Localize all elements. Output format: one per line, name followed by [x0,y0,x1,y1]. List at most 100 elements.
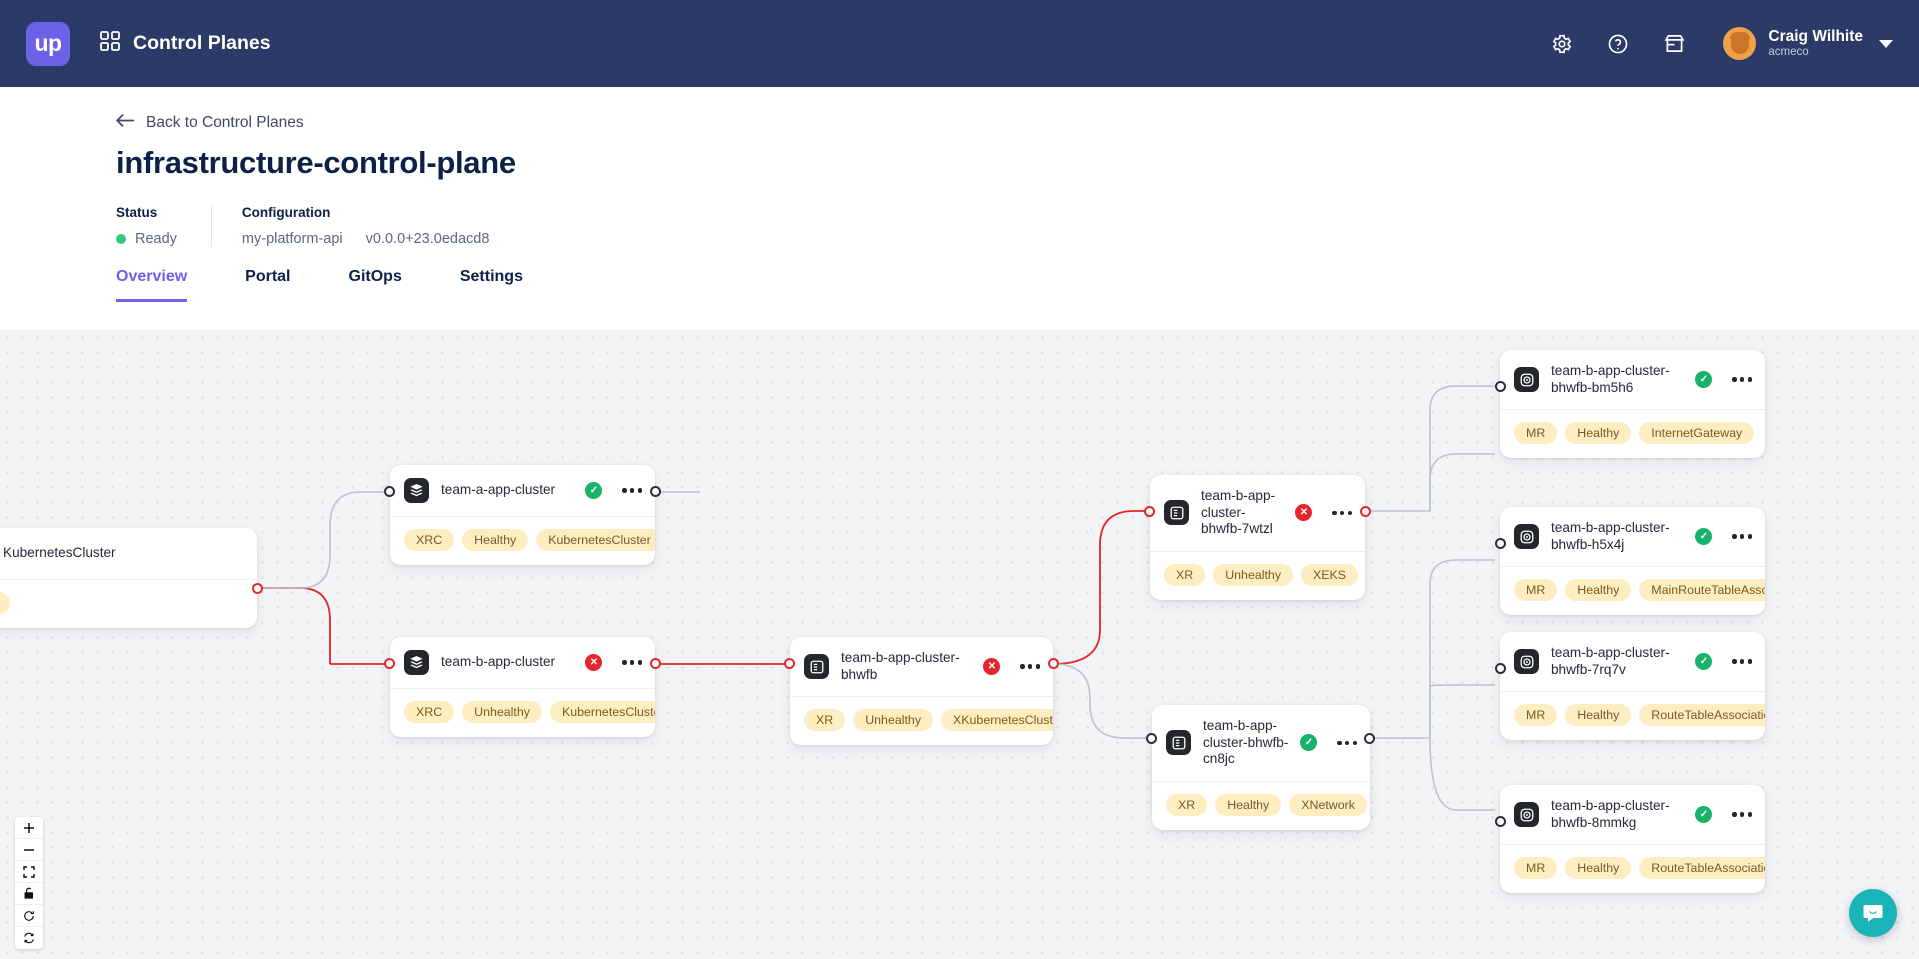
user-org: acmeco [1768,45,1809,58]
node-title: team-b-app-cluster-bhwfb [841,650,960,682]
tab-portal[interactable]: Portal [245,268,291,285]
node-menu-button[interactable] [1724,377,1752,382]
node-menu-button[interactable] [614,660,642,665]
node-tag: Healthy [1565,704,1632,727]
node-title: team-b-app-cluster-bhwfb-bm5h6 [1551,363,1670,395]
node-tag: Unhealthy [853,709,934,732]
status-badge-unhealthy-icon: ✕ [585,654,603,671]
node-tag: API [0,592,10,614]
node-port-team-b-left[interactable] [384,658,395,669]
node-menu-button[interactable] [1724,534,1752,539]
node-port-bhwfb-right[interactable] [1048,658,1059,669]
status-label: Status [116,205,158,220]
node-menu-button[interactable] [1329,740,1357,746]
topbar-actions: Craig Wilhite acmeco [1547,27,1893,60]
node-tags: XRC Healthy KubernetesCluster [390,517,655,565]
resource-graph-canvas[interactable]: K KubernetesCluster API team-a-app-clust… [0,330,1919,959]
node-title: team-b-app-cluster-bhwfb-cn8jc [1203,718,1289,767]
graph-node-team-b-app-cluster-bhwfb-8mmkg[interactable]: team-b-app-cluster-bhwfb-8mmkg ✓ MR Heal… [1500,785,1765,894]
target-icon [1514,649,1539,675]
zoom-out-button[interactable] [15,839,43,861]
node-port-h5x4j-left[interactable] [1495,538,1506,549]
tab-overview[interactable]: Overview [116,268,188,302]
graph-node-team-b-app-cluster[interactable]: team-b-app-cluster ✕ XRC Unhealthy Kuber… [390,637,655,737]
chevron-down-icon[interactable] [1879,39,1893,48]
graph-node-team-a-app-cluster[interactable]: team-a-app-cluster ✓ XRC Healthy Kuberne… [390,465,655,565]
back-to-control-planes-link[interactable]: Back to Control Planes [116,113,304,133]
node-menu-button[interactable] [1724,659,1752,664]
node-tag: XNetwork [1289,793,1367,816]
upbound-logo[interactable]: up [26,21,70,66]
configuration-name[interactable]: my-platform-api [241,231,343,247]
control-plane-tabs: Overview Portal GitOps Settings [116,268,1919,302]
node-tag: MainRouteTableAssociation [1639,579,1765,602]
node-menu-button[interactable] [614,488,642,493]
node-header: team-b-app-cluster-bhwfb-7wtzl ✕ [1150,475,1365,552]
node-port-team-a-right[interactable] [650,486,661,497]
lock-button[interactable] [15,883,43,905]
node-tags: MR Healthy RouteTableAssociation [1500,692,1765,740]
graph-node-team-b-app-cluster-bhwfb[interactable]: team-b-app-cluster-bhwfb ✕ XR Unhealthy … [790,637,1053,746]
marketplace-icon[interactable] [1659,29,1689,59]
tab-settings[interactable]: Settings [459,268,523,285]
node-port-7rq7v-left[interactable] [1495,663,1506,674]
node-tags: MR Healthy MainRouteTableAssociation [1500,567,1765,615]
node-menu-button[interactable] [1324,510,1352,516]
graph-node-team-b-app-cluster-bhwfb-h5x4j[interactable]: team-b-app-cluster-bhwfb-h5x4j ✓ MR Heal… [1500,507,1765,616]
top-navigation-bar: up Control Planes [0,0,1919,87]
list-icon [1164,500,1189,526]
back-link-label: Back to Control Planes [146,114,304,131]
graph-node-team-b-app-cluster-bhwfb-cn8jc[interactable]: team-b-app-cluster-bhwfb-cn8jc ✓ XR Heal… [1152,705,1370,830]
node-tag: XKubernetesCluster [941,709,1053,732]
node-port-7wtzl-right[interactable] [1360,506,1371,517]
node-port-team-b-right[interactable] [650,658,661,669]
status-badge-healthy-icon: ✓ [1300,734,1318,752]
graph-edges [258,385,1495,811]
chat-bubble-icon[interactable] [1849,889,1897,937]
status-dot-icon [116,234,126,244]
node-port-cn8jc-right[interactable] [1364,733,1375,744]
node-tag: Healthy [462,529,529,551]
node-tags: XR Healthy XNetwork [1152,782,1370,830]
question-circle-icon[interactable] [1603,29,1633,59]
node-port-kubernetes-cluster-right[interactable] [252,583,263,594]
user-name: Craig Wilhite [1768,27,1863,45]
gear-icon[interactable] [1547,29,1577,59]
status-badge-healthy-icon: ✓ [1695,528,1713,546]
node-port-bm5h6-left[interactable] [1495,381,1506,392]
fit-view-button[interactable] [15,861,43,883]
node-port-8mmkg-left[interactable] [1495,816,1506,827]
reset-button[interactable] [15,905,43,927]
node-header: team-b-app-cluster-bhwfb ✕ [790,637,1053,698]
graph-controls [15,817,43,949]
node-tags: MR Healthy RouteTableAssociation [1500,845,1765,893]
nav-brand-group[interactable]: Control Planes [100,31,271,56]
node-port-team-a-left[interactable] [384,486,395,497]
status-badge-healthy-icon: ✓ [585,482,603,499]
node-tag: KubernetesCluster [549,701,655,723]
sync-button[interactable] [15,927,43,949]
node-menu-button[interactable] [1724,812,1752,817]
node-tags: API [0,580,257,628]
graph-node-kubernetes-cluster[interactable]: K KubernetesCluster API [0,528,257,628]
node-tag: Healthy [1565,422,1632,445]
node-port-bhwfb-left[interactable] [784,658,795,669]
node-tags: XR Unhealthy XKubernetesCluster [790,697,1053,745]
status-badge-unhealthy-icon: ✕ [1295,504,1313,522]
graph-node-team-b-app-cluster-bhwfb-7wtzl[interactable]: team-b-app-cluster-bhwfb-7wtzl ✕ XR Unhe… [1150,475,1365,600]
node-tag: Unhealthy [1213,563,1294,586]
node-header: team-b-app-cluster-bhwfb-bm5h6 ✓ [1500,350,1765,411]
tab-gitops[interactable]: GitOps [348,268,402,285]
zoom-in-button[interactable] [15,817,43,839]
node-menu-button[interactable] [1012,664,1040,669]
graph-node-team-b-app-cluster-bhwfb-7rq7v[interactable]: team-b-app-cluster-bhwfb-7rq7v ✓ MR Heal… [1500,632,1765,741]
node-tag: RouteTableAssociation [1639,704,1765,727]
node-header: team-b-app-cluster-bhwfb-8mmkg ✓ [1500,785,1765,846]
node-port-7wtzl-left[interactable] [1144,506,1155,517]
status-badge-healthy-icon: ✓ [1695,653,1713,671]
graph-node-team-b-app-cluster-bhwfb-bm5h6[interactable]: team-b-app-cluster-bhwfb-bm5h6 ✓ MR Heal… [1500,350,1765,459]
node-port-cn8jc-left[interactable] [1146,733,1157,744]
stack-icon [404,650,429,675]
node-title: team-b-app-cluster-bhwfb-7rq7v [1551,645,1670,677]
user-menu[interactable]: Craig Wilhite acmeco [1723,27,1893,60]
